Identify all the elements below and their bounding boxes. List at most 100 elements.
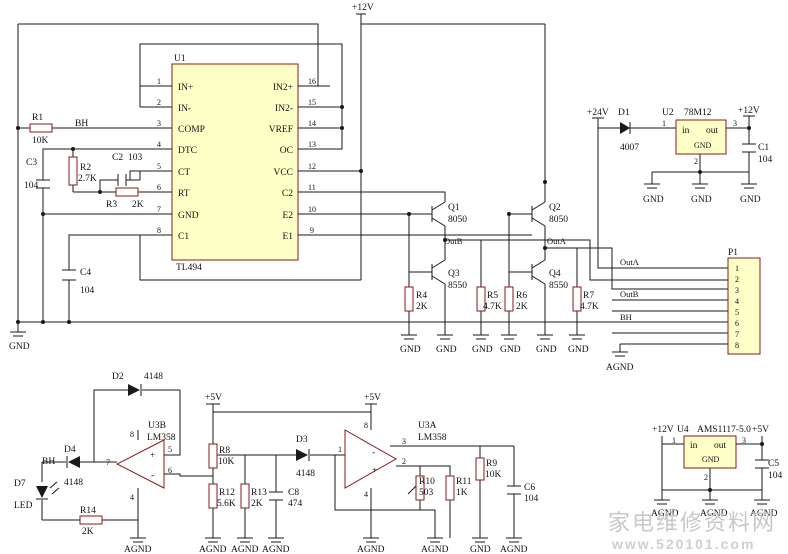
r7-resistor: R7 4.7K <box>572 286 599 312</box>
svg-text:12: 12 <box>308 162 316 171</box>
svg-text:BH: BH <box>620 312 632 322</box>
svg-text:DTC: DTC <box>178 146 197 156</box>
svg-text:R4: R4 <box>416 291 427 301</box>
svg-text:3: 3 <box>157 119 161 128</box>
c6-capacitor: C6 104 <box>507 483 539 504</box>
v24-regulator: +24V D1 4007 U2 78M12 in out GND 1 3 2 <box>587 106 773 205</box>
svg-text:IN2-: IN2- <box>275 104 293 114</box>
svg-text:GND: GND <box>740 195 761 205</box>
svg-text:4148: 4148 <box>296 469 315 479</box>
svg-text:R2: R2 <box>80 163 91 173</box>
svg-text:104: 104 <box>758 155 773 165</box>
svg-text:4.7K: 4.7K <box>580 302 599 312</box>
c3-capacitor: C3 104 <box>24 158 50 191</box>
r13-resistor: R13 2K <box>240 483 267 509</box>
svg-text:out: out <box>706 126 719 136</box>
svg-text:6: 6 <box>157 183 161 192</box>
svg-text:in: in <box>690 441 698 451</box>
svg-text:16: 16 <box>308 77 316 86</box>
svg-text:8: 8 <box>735 341 739 350</box>
svg-text:8550: 8550 <box>549 281 568 291</box>
svg-text:11: 11 <box>308 183 316 192</box>
svg-text:LM358: LM358 <box>147 433 176 443</box>
svg-text:4: 4 <box>157 140 161 149</box>
svg-text:8: 8 <box>157 226 161 235</box>
u4-regulator: +12V U4 AMS1117-5.0 +5V in out GND 1 3 2 <box>651 425 783 519</box>
svg-text:U3B: U3B <box>148 421 166 431</box>
svg-text:U3A: U3A <box>418 421 437 431</box>
svg-text:+12V: +12V <box>738 106 760 116</box>
svg-text:IN-: IN- <box>178 104 191 114</box>
v5-label-right: +5V <box>364 393 381 403</box>
gnd-symbols-driver: GND GND GND GND GND GND <box>400 334 589 355</box>
u1-part: TL494 <box>176 263 202 273</box>
svg-text:-: - <box>151 471 154 481</box>
svg-text:8050: 8050 <box>448 215 467 225</box>
svg-text:D3: D3 <box>296 435 308 445</box>
svg-text:3: 3 <box>733 119 737 128</box>
svg-text:C1: C1 <box>758 143 769 153</box>
p1-connector: P1 1 2 3 4 5 6 7 8 OutA OutB BH AGND <box>606 248 761 373</box>
svg-text:3: 3 <box>742 436 746 445</box>
q4-transistor: Q4 8550 <box>531 248 568 335</box>
svg-text:R8: R8 <box>219 446 230 456</box>
q3-transistor: Q3 8550 <box>431 240 467 335</box>
svg-text:4007: 4007 <box>620 143 639 153</box>
r11-resistor: R11 1K <box>445 475 472 501</box>
r8-resistor: R8 10K <box>208 443 235 469</box>
r1-resistor: R1 10K BH <box>29 113 88 146</box>
svg-text:2: 2 <box>694 157 698 166</box>
svg-text:15: 15 <box>308 98 316 107</box>
r5-resistor: R5 4.7K <box>476 286 502 312</box>
svg-text:104: 104 <box>524 494 539 504</box>
u1-ref: U1 <box>174 54 186 64</box>
svg-text:GND: GND <box>472 345 493 355</box>
r4-resistor: R4 2K <box>404 286 428 312</box>
svg-text:+: + <box>150 451 155 461</box>
r10-potentiometer: R10 503 <box>407 475 435 501</box>
svg-text:R3: R3 <box>106 200 117 210</box>
svg-text:AGND: AGND <box>651 509 679 519</box>
svg-text:R10: R10 <box>419 477 435 487</box>
r2-resistor: R2 2.7K <box>68 156 97 186</box>
svg-text:14: 14 <box>308 119 316 128</box>
svg-text:R9: R9 <box>486 459 497 469</box>
svg-text:104: 104 <box>24 181 39 191</box>
svg-text:2.7K: 2.7K <box>78 174 97 184</box>
svg-text:D7: D7 <box>14 479 26 489</box>
svg-text:4: 4 <box>130 493 134 502</box>
svg-text:AMS1117-5.0: AMS1117-5.0 <box>697 425 751 435</box>
svg-text:OutB: OutB <box>620 289 639 299</box>
svg-text:1: 1 <box>338 445 342 454</box>
svg-text:R1: R1 <box>32 113 43 123</box>
svg-text:4148: 4148 <box>64 478 83 488</box>
svg-text:10: 10 <box>308 205 316 214</box>
svg-text:VCC: VCC <box>273 168 293 178</box>
svg-text:OC: OC <box>280 146 293 156</box>
svg-text:5.6K: 5.6K <box>217 499 236 509</box>
svg-text:C2: C2 <box>282 189 293 199</box>
agnd-symbols: AGND AGND AGND AGND AGND AGND GND AGND <box>124 537 528 554</box>
svg-text:AGND: AGND <box>199 545 227 554</box>
svg-text:CT: CT <box>178 168 190 178</box>
svg-text:3: 3 <box>735 286 739 295</box>
svg-text:Q1: Q1 <box>448 203 460 213</box>
outb-net-label: OutB <box>444 236 463 246</box>
svg-text:7: 7 <box>157 205 161 214</box>
svg-text:GND: GND <box>178 211 199 221</box>
svg-text:Q4: Q4 <box>549 269 561 279</box>
svg-text:+: + <box>372 466 377 476</box>
analog-wiring <box>41 389 515 538</box>
svg-text:R11: R11 <box>456 477 472 487</box>
svg-text:78M12: 78M12 <box>684 108 712 118</box>
svg-text:7: 7 <box>735 330 739 339</box>
svg-text:BH: BH <box>42 457 55 467</box>
svg-text:8550: 8550 <box>448 281 467 291</box>
svg-text:RT: RT <box>178 189 190 199</box>
driver-wiring <box>408 128 728 345</box>
outa-net-label: OutA <box>547 236 567 246</box>
svg-text:AGND: AGND <box>500 545 528 554</box>
svg-text:3: 3 <box>402 437 406 446</box>
svg-text:1: 1 <box>662 119 666 128</box>
